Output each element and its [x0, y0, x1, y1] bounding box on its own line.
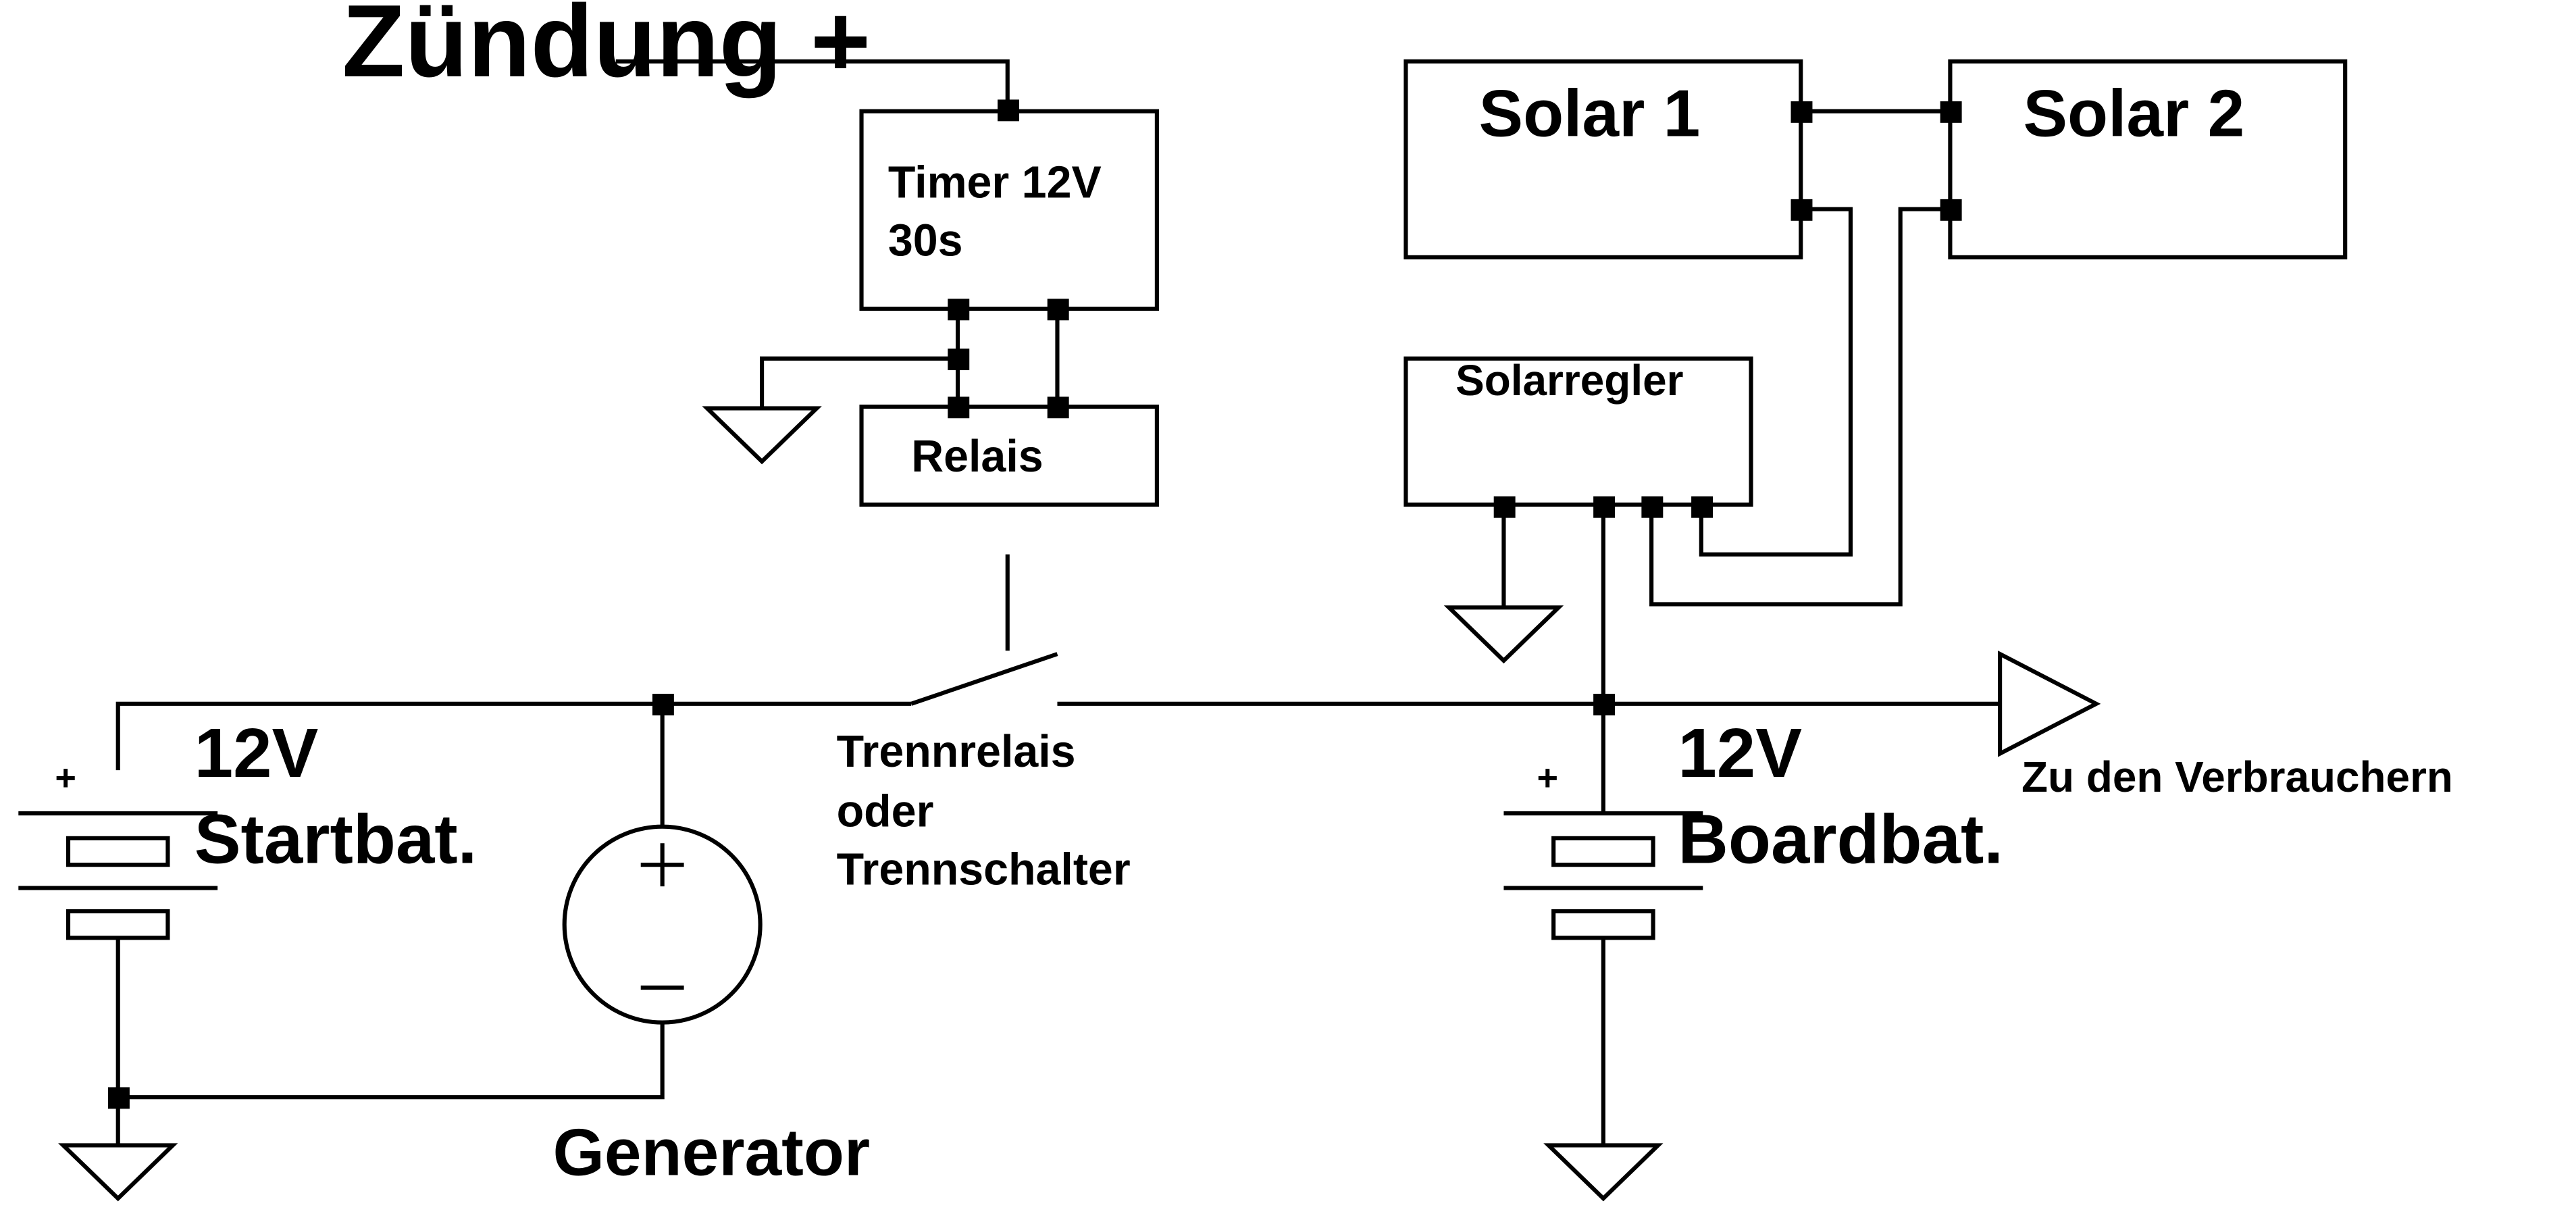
solar1-box	[1403, 59, 1803, 259]
node-controller-output	[1593, 496, 1616, 518]
ground-symbol-start-battery	[58, 1143, 178, 1202]
charge-controller-label: Solarregler	[1456, 356, 1683, 405]
timer-box	[859, 109, 1159, 311]
board-battery-cell-top	[1551, 836, 1655, 867]
generator-label: Generator	[552, 1115, 870, 1190]
node-relay-ground-junction	[948, 349, 970, 370]
start-battery-plus-sign: +	[55, 758, 76, 798]
node-controller-solar2	[1641, 496, 1664, 518]
relay-label: Relais	[911, 432, 1043, 482]
isolator-switch-contact	[910, 652, 1058, 706]
node-bus-generator	[652, 694, 674, 716]
solar2-label: Solar 2	[2024, 76, 2245, 150]
node-controller-ground	[1493, 496, 1516, 518]
ignition-label: Zündung +	[342, 0, 871, 99]
start-battery-name: Startbat.	[195, 800, 478, 878]
start-battery-cell-bottom	[66, 909, 170, 940]
isolator-label-line2: oder	[837, 787, 934, 837]
solar1-label: Solar 1	[1479, 76, 1701, 150]
ground-symbol-board-battery	[1543, 1143, 1664, 1202]
node-solar1-bottom	[1791, 199, 1813, 221]
isolator-label-line3: Trennschalter	[837, 845, 1131, 895]
wire-relay-ground	[760, 356, 958, 409]
node-relay-in-right	[1047, 397, 1069, 419]
node-timer-in	[998, 99, 1019, 122]
board-battery-plus-sign: +	[1537, 758, 1559, 798]
charge-controller-box	[1403, 356, 1753, 507]
start-battery-symbol	[18, 811, 218, 940]
wire-solar1-controller	[1699, 207, 1853, 557]
wire-bus-left	[115, 701, 912, 771]
node-ground-return	[107, 1087, 130, 1109]
ground-symbols	[58, 406, 1664, 1202]
node-bus-board-battery	[1593, 694, 1616, 716]
node-timer-out-left	[948, 299, 970, 321]
node-solar1-top	[1791, 101, 1813, 123]
connection-nodes	[107, 99, 1962, 1109]
node-solar2-top	[1940, 101, 1962, 123]
node-controller-solar1	[1691, 496, 1714, 518]
node-relay-in-left	[948, 397, 970, 419]
relay-box	[859, 404, 1159, 507]
isolator-label-line1: Trennrelais	[837, 727, 1076, 777]
wire-generator-minus	[118, 1022, 665, 1100]
start-battery-voltage: 12V	[195, 714, 319, 792]
timer-label-line2: 30s	[888, 215, 963, 265]
board-battery-voltage: 12V	[1678, 714, 1802, 792]
board-battery-symbol	[1503, 811, 1703, 940]
generator-circle	[562, 824, 763, 1025]
wires	[115, 59, 2001, 1146]
solar2-box	[1948, 59, 2348, 259]
board-battery-cell-bottom	[1551, 909, 1655, 940]
wire-ignition	[615, 59, 1010, 110]
board-battery-name: Boardbat.	[1678, 800, 2003, 878]
loads-label: Zu den Verbrauchern	[2021, 753, 2453, 801]
node-timer-out-right	[1047, 299, 1069, 321]
node-solar2-bottom	[1940, 199, 1962, 221]
generator-symbol	[562, 824, 763, 1025]
ground-symbol-controller	[1443, 605, 1564, 664]
timer-label-line1: Timer 12V	[888, 157, 1102, 207]
start-battery-cell-top	[66, 836, 170, 867]
loads-arrow-icon	[1998, 651, 2101, 757]
ground-symbol-relay	[702, 406, 822, 465]
wire-solar2-controller	[1649, 207, 1951, 607]
